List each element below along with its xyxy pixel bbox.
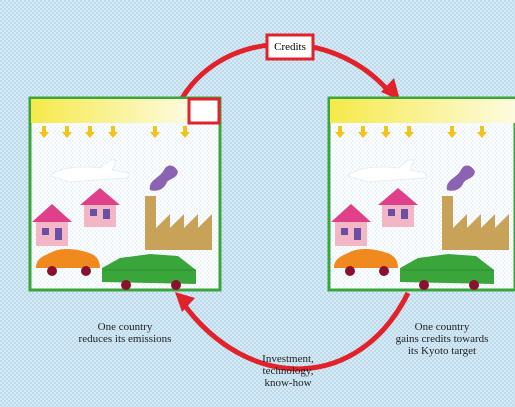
bottom-caption-line: Investment, xyxy=(262,353,314,365)
sun-bar xyxy=(330,99,515,123)
investment-arrowhead xyxy=(175,292,195,312)
right-caption-line: One country xyxy=(414,321,470,333)
bottom-caption: Investment, technology, know-how xyxy=(238,353,338,389)
left-country-panel xyxy=(28,96,222,292)
car-icon xyxy=(36,249,100,268)
investment-arrow xyxy=(179,291,411,372)
car-icon xyxy=(334,249,398,268)
house-wall xyxy=(382,205,414,227)
left-caption-line: reduces its emissions xyxy=(78,333,172,345)
smoke-icon xyxy=(149,165,178,191)
credits-arrowhead xyxy=(381,78,400,100)
credits-label: Credits xyxy=(274,41,306,53)
right-caption-line: gains credits towards xyxy=(395,333,489,345)
sun-bar xyxy=(31,99,189,123)
left-caption: One country reduces its emissions xyxy=(55,321,195,345)
house-roof xyxy=(80,188,120,205)
bottom-caption-line: technology, xyxy=(262,365,314,377)
house-wall xyxy=(335,222,367,246)
plane-icon xyxy=(49,159,129,183)
plane-icon xyxy=(347,159,427,183)
factory-icon xyxy=(442,196,509,250)
house-wall xyxy=(84,205,116,227)
factory-icon xyxy=(145,196,212,250)
right-caption-line: its Kyoto target xyxy=(407,345,477,357)
house-roof xyxy=(331,204,371,222)
house-roof xyxy=(32,204,72,222)
credits-box xyxy=(265,33,315,61)
sun-rays xyxy=(39,126,190,138)
bottom-caption-line: know-how xyxy=(264,377,312,389)
removed-emission-square xyxy=(187,97,221,125)
right-country-panel xyxy=(327,96,515,292)
left-caption-line: One country xyxy=(97,321,153,333)
house-wall xyxy=(36,222,68,246)
truck-icon xyxy=(400,254,494,284)
right-caption: One country gains credits towards its Ky… xyxy=(372,321,512,357)
house-roof xyxy=(378,188,418,205)
smoke-icon xyxy=(446,165,475,191)
truck-icon xyxy=(102,254,196,284)
sun-rays xyxy=(335,126,487,138)
